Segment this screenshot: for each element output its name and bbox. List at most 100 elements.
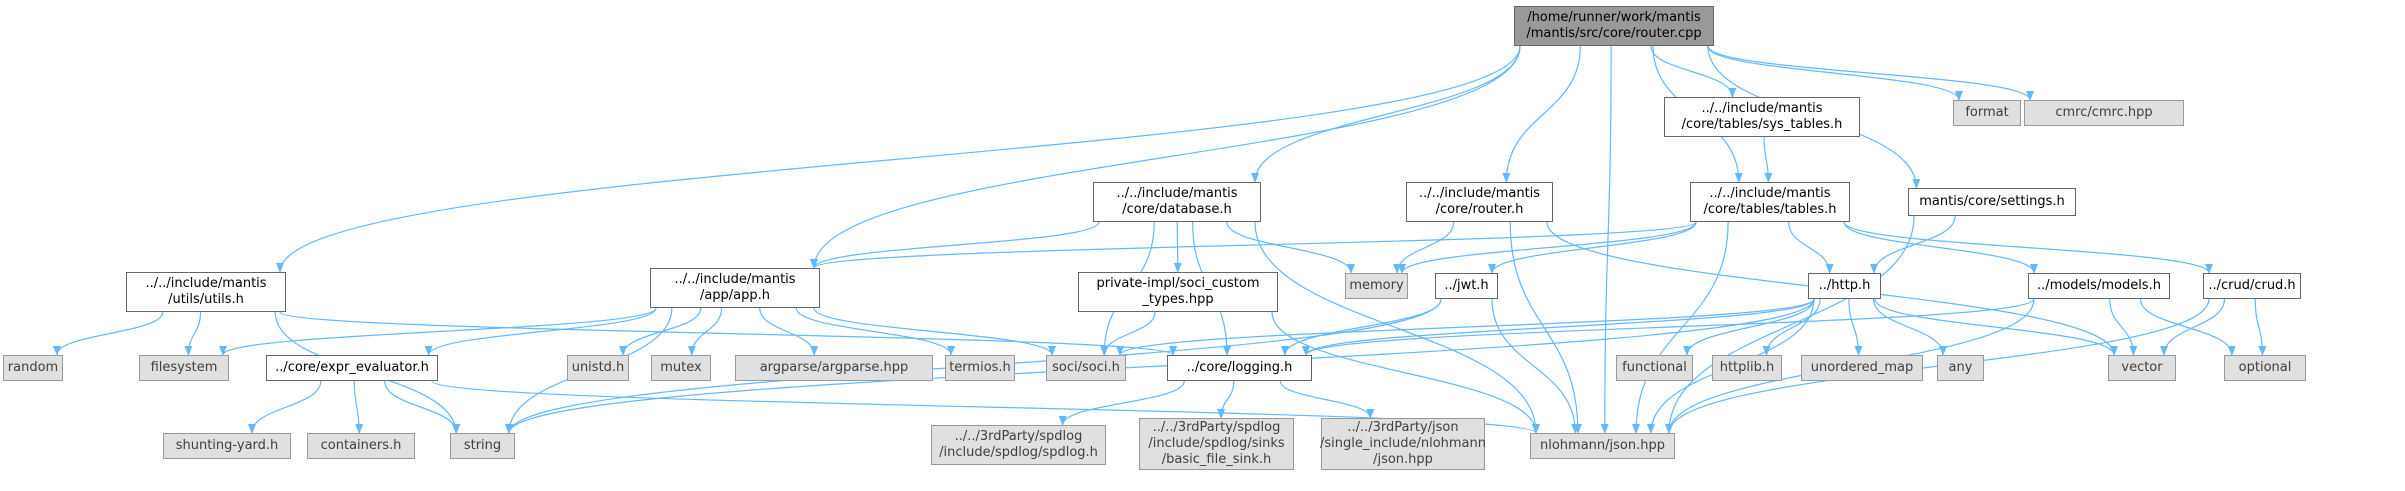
edge-root-to-sys_tables	[1650, 45, 1737, 98]
node-label: format	[1965, 105, 2009, 120]
edge-soci_custom-to-nlohmann	[1271, 311, 1540, 434]
node-mutex: mutex	[651, 355, 711, 381]
node-label: argparse/argparse.hpp	[759, 360, 909, 375]
edge-settings-to-nlohmann	[1665, 215, 1915, 434]
node-soci-custom[interactable]: private-impl/soci_custom _types.hpp	[1078, 272, 1278, 312]
edge-tables-to-http	[1788, 221, 1834, 274]
node-models[interactable]: ../models/models.h	[2028, 273, 2170, 299]
edge-expr-to-shunting	[248, 380, 322, 434]
node-label: ../../3rdParty/spdlog /include/spdlog/sp…	[939, 429, 1098, 460]
node-label: random	[7, 360, 59, 375]
edge-app-to-argparse	[759, 307, 819, 356]
edge-app-to-termios	[795, 307, 955, 356]
node-label: shunting-yard.h	[175, 438, 279, 453]
edge-logging-to-sink	[1217, 380, 1235, 419]
edge-root-to-router_h	[1502, 45, 1581, 183]
node-settings[interactable]: mantis/core/settings.h	[1908, 188, 2076, 216]
node-sys-tables[interactable]: ../../include/mantis /core/tables/sys_ta…	[1664, 97, 1860, 137]
edge-tables-to-memory	[1398, 221, 1697, 274]
node-memory: memory	[1345, 273, 1408, 299]
edge-http-to-unordered_map	[1848, 298, 1863, 356]
edge-tables-to-app	[810, 221, 1697, 269]
node-label: unordered_map	[1810, 360, 1914, 375]
edge-logging-to-json_hpp	[1279, 380, 1375, 419]
node-label: ../../include/mantis /core/router.h	[1418, 186, 1541, 217]
edge-database-to-nlohmann	[1254, 221, 1540, 434]
node-shunting: shunting-yard.h	[163, 433, 291, 459]
node-label: /home/runner/work/mantis /mantis/src/cor…	[1526, 10, 1702, 41]
edge-tables-to-jwt	[1488, 221, 1697, 274]
node-label: private-impl/soci_custom _types.hpp	[1096, 276, 1260, 307]
node-spdlog: ../../3rdParty/spdlog /include/spdlog/sp…	[931, 425, 1106, 465]
edge-tables-to-crud	[1843, 221, 2213, 274]
node-label: optional	[2238, 360, 2292, 375]
node-format: format	[1953, 100, 2021, 126]
node-label: ../../3rdParty/spdlog /include/spdlog/si…	[1148, 420, 1285, 467]
node-label: ../../include/mantis /app/app.h	[674, 272, 796, 303]
node-jwt[interactable]: ../jwt.h	[1435, 273, 1498, 299]
edge-models-to-vector	[2109, 298, 2138, 356]
edge-root-to-utils	[276, 45, 1521, 273]
edge-root-to-app	[810, 45, 1521, 269]
node-label: ../../include/mantis /core/tables/tables…	[1703, 186, 1837, 217]
node-label: ../http.h	[1818, 278, 1871, 293]
node-unistd: unistd.h	[567, 355, 629, 381]
edge-sys_tables-to-tables	[1763, 136, 1773, 183]
node-any: any	[1937, 355, 1984, 381]
node-functional: functional	[1616, 355, 1693, 381]
node-router-h[interactable]: ../../include/mantis /core/router.h	[1406, 182, 1553, 222]
node-label: ../jwt.h	[1444, 278, 1489, 293]
node-expr[interactable]: ../core/expr_evaluator.h	[266, 355, 438, 381]
edge-http-to-vector	[1874, 298, 2118, 356]
edge-database-to-memory	[1226, 221, 1355, 274]
node-random: random	[3, 355, 63, 381]
edge-root-to-format	[1706, 45, 1963, 101]
edge-app-to-filesystem	[219, 307, 657, 356]
edge-http-to-soci	[1116, 298, 1815, 356]
node-label: ../models/models.h	[2037, 278, 2161, 293]
node-utils[interactable]: ../../include/mantis /utils/utils.h	[126, 272, 286, 312]
edge-models-to-optional	[2139, 298, 2236, 356]
node-label: functional	[1622, 360, 1687, 375]
node-logging[interactable]: ../core/logging.h	[1167, 355, 1312, 381]
edge-jwt-to-logging	[1280, 298, 1442, 356]
node-label: mantis/core/settings.h	[1919, 194, 2065, 209]
node-label: ../../include/mantis /utils/utils.h	[145, 276, 267, 307]
edge-app-to-mutex	[687, 307, 723, 356]
node-tables[interactable]: ../../include/mantis /core/tables/tables…	[1690, 182, 1850, 222]
edge-crud-to-optional	[2254, 298, 2267, 356]
edge-app-to-expr	[424, 307, 657, 356]
node-optional: optional	[2224, 355, 2306, 381]
node-label: unistd.h	[571, 360, 625, 375]
edge-soci_custom-to-soci	[1100, 311, 1156, 356]
node-label: filesystem	[150, 360, 218, 375]
node-termios: termios.h	[945, 355, 1015, 381]
node-unordered-map: unordered_map	[1801, 355, 1923, 381]
node-app[interactable]: ../../include/mantis /app/app.h	[650, 268, 820, 308]
edge-router_h-to-memory	[1393, 221, 1455, 274]
node-label: any	[1948, 360, 1973, 375]
edge-models-to-logging	[1302, 298, 2035, 356]
node-httplib: httplib.h	[1712, 355, 1782, 381]
edge-http-to-functional	[1683, 298, 1815, 356]
node-database[interactable]: ../../include/mantis /core/database.h	[1093, 182, 1261, 222]
edge-app-to-soci	[813, 307, 1056, 356]
edge-jwt-to-nlohmann	[1491, 298, 1580, 434]
edge-database-to-app	[810, 221, 1100, 269]
node-label: memory	[1349, 278, 1404, 293]
edge-root-to-cmrc	[1707, 45, 2034, 101]
node-root: /home/runner/work/mantis /mantis/src/cor…	[1514, 6, 1714, 46]
node-http[interactable]: ../http.h	[1808, 273, 1881, 299]
node-label: string	[463, 438, 502, 453]
node-cmrc: cmrc/cmrc.hpp	[2024, 100, 2184, 126]
node-argparse: argparse/argparse.hpp	[735, 355, 933, 381]
edge-crud-to-vector	[2160, 298, 2226, 356]
edge-logging-to-spdlog	[1058, 380, 1185, 426]
node-label: nlohmann/json.hpp	[1540, 438, 1665, 453]
node-label: ../../include/mantis /core/tables/sys_ta…	[1681, 101, 1843, 132]
node-crud[interactable]: ../crud/crud.h	[2203, 273, 2301, 299]
node-label: ../core/expr_evaluator.h	[275, 360, 429, 375]
node-label: ../../3rdParty/json /single_include/nloh…	[1320, 420, 1486, 467]
node-filesystem: filesystem	[139, 355, 229, 381]
node-label: containers.h	[320, 438, 402, 453]
